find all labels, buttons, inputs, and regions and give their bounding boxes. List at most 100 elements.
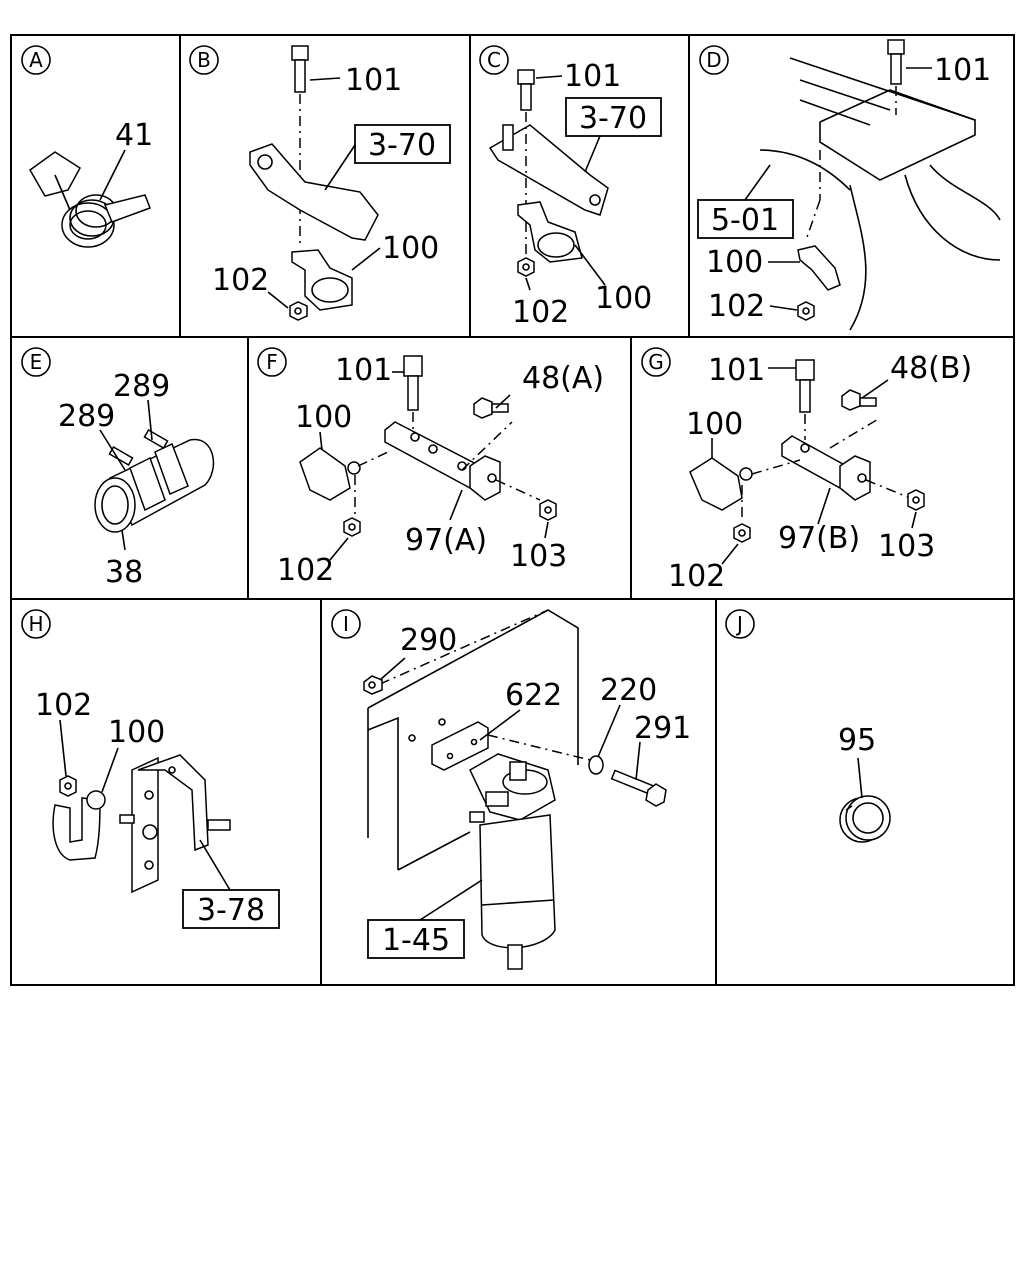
grommet-95 — [839, 795, 891, 843]
bolt-101 — [795, 359, 815, 413]
svg-text:E: E — [30, 350, 43, 374]
panel-d-drawing: D 101 — [697, 39, 1001, 331]
svg-text:100: 100 — [295, 400, 352, 435]
nut-102 — [289, 301, 308, 321]
clip-100 — [689, 457, 743, 511]
frame-panel — [367, 609, 579, 871]
svg-text:J: J — [735, 612, 743, 636]
panel-letter-d: D — [699, 45, 729, 75]
ref-box-5-01: 5-01 — [697, 199, 794, 239]
panel-e-drawing: E 289 289 38 — [21, 347, 215, 590]
svg-text:100: 100 — [686, 407, 743, 442]
svg-text:102: 102 — [512, 295, 569, 330]
svg-text:5-01: 5-01 — [711, 203, 779, 238]
svg-text:100: 100 — [108, 715, 165, 750]
panel-i-drawing: I — [331, 609, 691, 970]
bracket-plate — [119, 754, 231, 894]
panel-letter-c: C — [479, 45, 509, 75]
svg-text:C: C — [487, 48, 501, 72]
svg-text:290: 290 — [400, 623, 457, 658]
leader-41 — [99, 149, 126, 201]
svg-text:101: 101 — [335, 353, 392, 388]
panel-c-drawing: C 101 3-70 100 — [479, 45, 662, 330]
nut-102 — [59, 775, 77, 797]
bracket — [249, 143, 379, 241]
svg-text:102: 102 — [668, 559, 725, 594]
panel-letter-h: H — [21, 609, 51, 639]
ref-box-1-45: 1-45 — [367, 919, 465, 959]
svg-text:95: 95 — [838, 723, 876, 758]
callout-100: 100 — [382, 231, 439, 266]
svg-text:102: 102 — [277, 553, 334, 588]
bracket-97a — [384, 421, 481, 489]
panel-j-drawing: J 95 — [725, 609, 891, 843]
svg-text:48(A): 48(A) — [522, 361, 604, 396]
svg-text:103: 103 — [510, 539, 567, 574]
panel-letter-b: B — [189, 45, 219, 75]
bolt-101 — [887, 39, 905, 85]
svg-text:H: H — [28, 612, 43, 636]
svg-text:289: 289 — [58, 399, 115, 434]
svg-text:F: F — [266, 350, 278, 374]
svg-text:220: 220 — [600, 673, 657, 708]
svg-text:3-70: 3-70 — [368, 128, 436, 163]
nut-102 — [797, 301, 815, 321]
panel-letter-j: J — [725, 609, 755, 639]
svg-text:101: 101 — [934, 53, 991, 88]
svg-text:48(B): 48(B) — [890, 351, 972, 386]
washer-220 — [588, 755, 604, 775]
svg-text:97(A): 97(A) — [405, 523, 487, 558]
panel-a-drawing: A 41 — [21, 45, 153, 248]
hose-38 — [94, 429, 215, 533]
hose-clamp-part-41 — [29, 151, 151, 248]
svg-text:38: 38 — [105, 555, 143, 590]
svg-text:101: 101 — [564, 59, 621, 94]
svg-text:100: 100 — [706, 245, 763, 280]
svg-text:102: 102 — [708, 289, 765, 324]
nut-102 — [733, 523, 751, 543]
nut-102 — [343, 517, 361, 537]
panel-letter-i: I — [331, 609, 361, 639]
bolt-101 — [517, 69, 535, 111]
bolt-101 — [291, 45, 309, 93]
svg-text:103: 103 — [878, 529, 935, 564]
fuel-filter-head — [469, 753, 556, 823]
bolt-291 — [610, 769, 667, 807]
fuel-filter-body — [479, 814, 556, 970]
ref-box-3-70: 3-70 — [354, 124, 451, 164]
panel-h-drawing: H 102 100 3 — [21, 609, 280, 929]
svg-text:97(B): 97(B) — [778, 521, 860, 556]
svg-text:289: 289 — [113, 369, 170, 404]
callout-102: 102 — [212, 263, 269, 298]
svg-text:I: I — [343, 612, 349, 636]
panel-b-drawing: B 101 100 102 3-70 — [189, 45, 451, 321]
nut-102 — [517, 257, 535, 277]
panel-letter-a: A — [21, 45, 51, 75]
panel-letter-f: F — [257, 347, 287, 377]
panel-j — [715, 598, 1015, 986]
clip-100 — [517, 201, 583, 263]
nut-290 — [363, 675, 383, 695]
svg-text:100: 100 — [595, 281, 652, 316]
nut-103 — [907, 489, 925, 511]
ref-box-3-70: 3-70 — [565, 97, 662, 137]
ref-box-3-78: 3-78 — [182, 889, 280, 929]
svg-text:1-45: 1-45 — [382, 923, 450, 958]
svg-text:622: 622 — [505, 678, 562, 713]
clip-100 — [299, 447, 351, 501]
svg-text:G: G — [648, 350, 664, 374]
svg-text:D: D — [706, 48, 721, 72]
svg-text:3-70: 3-70 — [579, 101, 647, 136]
frame-rail — [759, 57, 1001, 331]
svg-text:102: 102 — [35, 688, 92, 723]
screw-48b — [841, 389, 877, 411]
panel-f-drawing: F — [257, 347, 604, 588]
bolt-101 — [403, 355, 423, 411]
panel-letter-g: G — [641, 347, 671, 377]
svg-text:B: B — [197, 48, 211, 72]
clip-100 — [797, 245, 841, 291]
svg-text:101: 101 — [708, 353, 765, 388]
panel-letter-a-text: A — [29, 48, 43, 72]
